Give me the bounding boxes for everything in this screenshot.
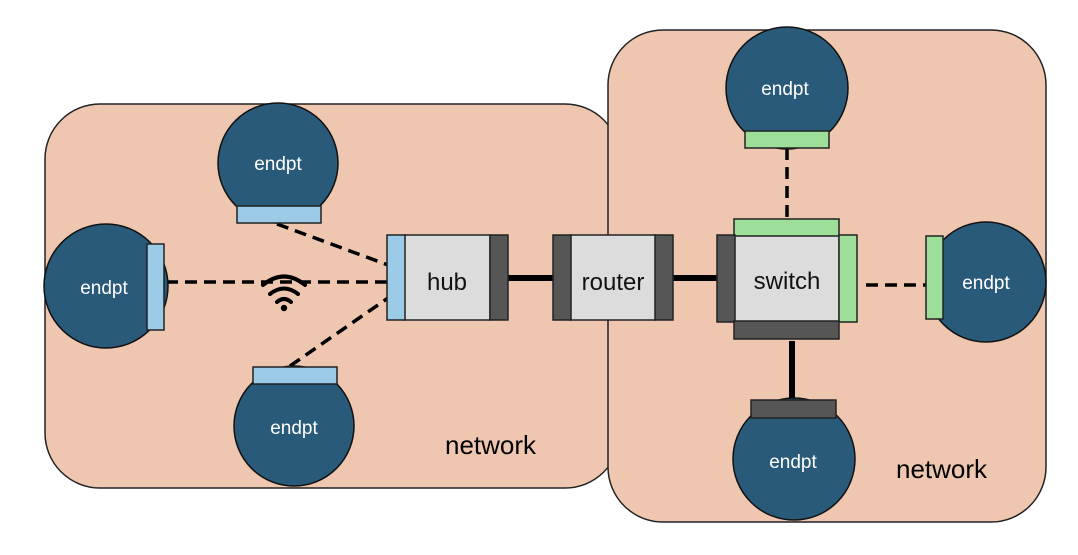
switch-device[interactable]: switch [716,218,858,340]
endpoint-hub-left[interactable]: endpt [43,223,169,349]
hub-device[interactable]: hub [386,234,509,321]
endpoint-port [750,399,837,419]
endpoint-port [252,366,338,385]
endpoint-port [744,130,830,149]
endpoint-label: endpt [254,154,302,175]
router-wired-port-left [552,234,572,321]
wireless-link-bottom [289,296,389,368]
links [166,148,926,400]
router-label: router [582,269,645,296]
endpoint-port [925,235,944,320]
switch-wireless-port-right [838,234,858,323]
endpoint-port [236,205,322,224]
endpoint-label: endpt [270,418,318,439]
hub-wired-port [489,234,509,321]
switch-wired-port-left [716,234,736,323]
endpoint-label: endpt [962,273,1010,294]
switch-wired-port-bottom [733,320,840,340]
router-wired-port-right [654,234,674,321]
hub-label: hub [427,269,467,296]
endpoint-label: endpt [80,278,128,299]
switch-wireless-port-top [733,218,840,237]
switch-label: switch [754,268,821,295]
endpoint-switch-right[interactable]: endpt [925,221,1047,343]
endpoint-label: endpt [761,79,809,100]
hub-wireless-port [386,234,406,321]
endpoint-hub-top[interactable]: endpt [217,102,339,224]
endpoint-hub-bottom[interactable]: endpt [233,365,355,487]
endpoint-switch-bottom[interactable]: endpt [732,397,856,521]
router-device[interactable]: router [552,234,674,321]
endpoint-label: endpt [769,452,817,473]
wifi-icon [261,274,307,312]
endpoint-port [146,243,165,331]
wireless-link-top [276,222,389,267]
network-label-left: network [445,430,537,460]
endpoint-switch-top[interactable]: endpt [725,26,849,150]
network-label-right: network [896,454,988,484]
